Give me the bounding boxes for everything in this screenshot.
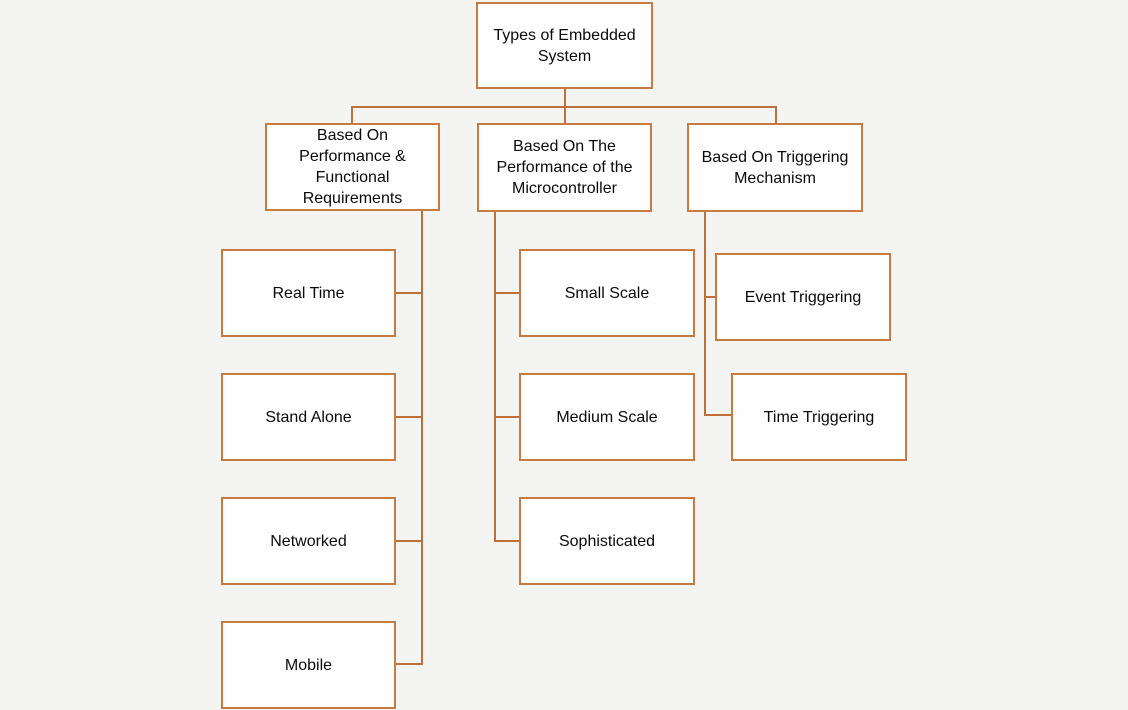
node-types-of-embedded-system: Types of Embedded System (476, 2, 653, 89)
connector-stub-real-time (396, 292, 421, 294)
node-time-triggering: Time Triggering (731, 373, 907, 461)
connector-stub-stand-alone (396, 416, 421, 418)
connector-stub-mobile (396, 663, 421, 665)
node-label: Time Triggering (763, 408, 875, 426)
connector-root-to-bus (564, 89, 566, 108)
node-label: Types of Embedded System (493, 26, 636, 65)
node-label: Medium Scale (556, 408, 658, 426)
connector-bus-to-branch-performance (351, 106, 353, 124)
connector-stub-event-triggering (706, 296, 715, 298)
node-mobile: Mobile (221, 621, 396, 709)
connector-stub-medium-scale (496, 416, 519, 418)
connector-stub-time-triggering (706, 414, 731, 416)
node-small-scale: Small Scale (519, 249, 695, 337)
connector-stub-small-scale (496, 292, 519, 294)
node-label: Networked (270, 532, 347, 550)
connector-trunk-microcontroller (494, 211, 496, 542)
connector-stub-networked (396, 540, 421, 542)
node-label: Sophisticated (558, 532, 656, 550)
connector-bus-to-branch-microcontroller (564, 106, 566, 124)
node-label: Real Time (272, 284, 345, 302)
node-event-triggering: Event Triggering (715, 253, 891, 341)
node-label: Mobile (284, 656, 333, 674)
node-label: Small Scale (564, 284, 650, 302)
node-stand-alone: Stand Alone (221, 373, 396, 461)
connector-stub-sophisticated (496, 540, 519, 542)
node-based-on-microcontroller: Based On The Performance of the Microcon… (477, 123, 652, 212)
node-label: Based On Performance & Functional Requir… (299, 127, 406, 207)
node-based-on-performance: Based On Performance & Functional Requir… (265, 123, 440, 211)
connector-trunk-triggering (704, 211, 706, 416)
node-label: Event Triggering (744, 288, 862, 306)
connector-trunk-performance (421, 210, 423, 665)
connector-bus-to-branch-triggering (775, 106, 777, 124)
node-label: Based On Triggering Mechanism (701, 148, 849, 187)
node-networked: Networked (221, 497, 396, 585)
node-label: Stand Alone (265, 408, 352, 426)
node-real-time: Real Time (221, 249, 396, 337)
node-medium-scale: Medium Scale (519, 373, 695, 461)
node-label: Based On The Performance of the Microcon… (496, 138, 633, 197)
node-based-on-triggering: Based On Triggering Mechanism (687, 123, 863, 212)
node-sophisticated: Sophisticated (519, 497, 695, 585)
